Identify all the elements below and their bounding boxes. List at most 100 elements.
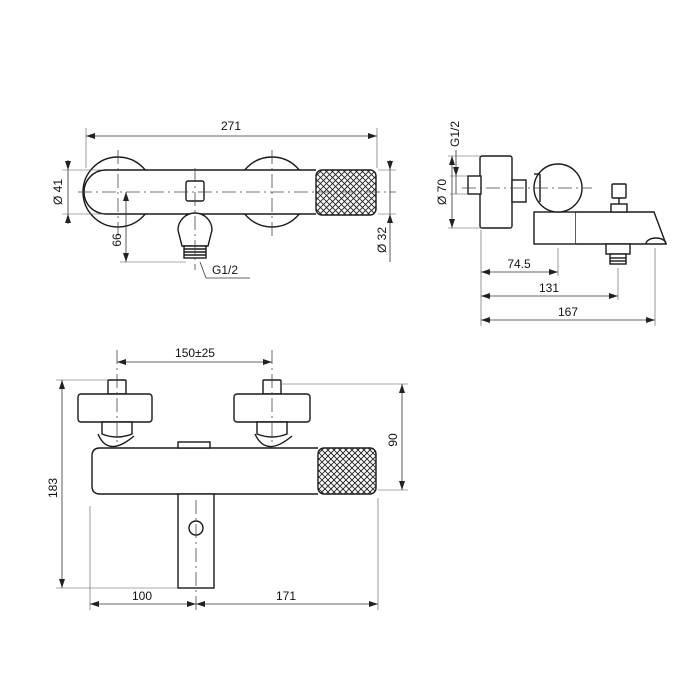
front-left-knob bbox=[77, 393, 153, 423]
arrow bbox=[59, 579, 65, 588]
spout-tip bbox=[645, 237, 667, 245]
top-thread-label: G1/2 bbox=[212, 263, 238, 277]
side-thread-label: G1/2 bbox=[448, 121, 462, 147]
arrow bbox=[368, 133, 377, 139]
front-center-distance-label: 150±25 bbox=[175, 346, 215, 360]
knurl-line bbox=[355, 448, 376, 494]
knurl-line bbox=[366, 170, 376, 215]
top-view: 271 Ø 41 66 Ø 32 G1/2 bbox=[51, 119, 436, 279]
knurl-line bbox=[318, 448, 337, 494]
arrow bbox=[90, 601, 99, 607]
knurl-line bbox=[404, 448, 450, 494]
knurl-line bbox=[372, 170, 376, 215]
knurl-line bbox=[342, 170, 376, 215]
arrow bbox=[481, 317, 490, 323]
knurl-line bbox=[360, 170, 376, 215]
side-167-label: 167 bbox=[558, 305, 578, 319]
knurl-line bbox=[367, 448, 376, 494]
arrow bbox=[399, 481, 405, 490]
arrow bbox=[263, 359, 272, 365]
knurl-line bbox=[318, 448, 331, 494]
arrow bbox=[65, 161, 71, 170]
right-shoulder bbox=[254, 433, 293, 448]
knurl-line bbox=[354, 170, 376, 215]
handle-base bbox=[610, 203, 628, 213]
knurl-line bbox=[386, 448, 432, 494]
knurl-line bbox=[366, 170, 376, 215]
front-height-label: 183 bbox=[46, 478, 60, 498]
knurl-line bbox=[343, 448, 376, 494]
dim-271-label: 271 bbox=[221, 119, 241, 133]
side-body-cylinder bbox=[533, 211, 577, 245]
outlet-thread bbox=[609, 253, 627, 265]
knurl-line bbox=[416, 448, 462, 494]
side-connector bbox=[511, 179, 527, 203]
knurl-line bbox=[373, 448, 376, 494]
knurl-line bbox=[372, 170, 376, 215]
front-view: 150±25 183 90 100 171 bbox=[46, 346, 462, 610]
arrow bbox=[399, 384, 405, 393]
arrow bbox=[123, 192, 129, 201]
knurl-line bbox=[391, 170, 436, 215]
knurl-line bbox=[325, 448, 373, 494]
knurl-line bbox=[398, 448, 444, 494]
knurl-line bbox=[385, 170, 430, 215]
arrow bbox=[196, 601, 205, 607]
knurl-line bbox=[354, 170, 376, 215]
side-outlet bbox=[605, 243, 631, 255]
front-knurl-pattern bbox=[318, 448, 462, 494]
dim-66-label: 66 bbox=[110, 233, 124, 247]
knurl-line bbox=[318, 448, 343, 494]
arrow bbox=[59, 380, 65, 389]
left-shoulder bbox=[97, 433, 135, 448]
knurl-line bbox=[380, 448, 426, 494]
knurl-line bbox=[318, 448, 355, 494]
knurl-line bbox=[392, 448, 438, 494]
knurl-line bbox=[318, 448, 361, 494]
knurl-line bbox=[367, 448, 376, 494]
knurl-line bbox=[379, 170, 424, 215]
top-knurl-pattern bbox=[316, 170, 436, 215]
arrow bbox=[609, 293, 618, 299]
side-nut bbox=[467, 175, 482, 195]
knurl-line bbox=[337, 448, 376, 494]
arrow bbox=[117, 359, 126, 365]
knurl-line bbox=[391, 170, 436, 215]
side-spout bbox=[576, 211, 668, 245]
top-knurled-grip-outline bbox=[315, 169, 377, 216]
side-handle bbox=[611, 183, 627, 199]
dim-d41-label: Ø 41 bbox=[51, 179, 65, 205]
side-131-label: 131 bbox=[539, 281, 559, 295]
arrow bbox=[187, 601, 196, 607]
arrow bbox=[549, 269, 558, 275]
front-right-offset-label: 171 bbox=[276, 589, 296, 603]
knurl-line bbox=[360, 170, 376, 215]
knurl-line bbox=[361, 448, 376, 494]
arrow bbox=[65, 214, 71, 223]
knurl-line bbox=[361, 448, 376, 494]
knurl-line bbox=[348, 170, 376, 215]
front-knurled-grip-outline bbox=[317, 447, 377, 495]
knurl-line bbox=[379, 170, 424, 215]
knurl-line bbox=[373, 448, 376, 494]
knurl-line bbox=[318, 448, 331, 494]
knurl-line bbox=[380, 448, 426, 494]
knurl-line bbox=[331, 448, 376, 494]
knurl-line bbox=[398, 448, 444, 494]
front-top-slot bbox=[177, 441, 211, 449]
front-left-offset-label: 100 bbox=[132, 589, 152, 603]
arrow bbox=[646, 317, 655, 323]
knurl-line bbox=[318, 448, 349, 494]
side-wall-plate bbox=[479, 155, 513, 229]
side-d70-label: Ø 70 bbox=[435, 179, 449, 205]
knurl-line bbox=[355, 448, 376, 494]
knurl-line bbox=[349, 448, 376, 494]
arrow bbox=[387, 214, 393, 223]
arrow bbox=[86, 133, 95, 139]
knurl-line bbox=[386, 448, 432, 494]
arrow bbox=[449, 219, 455, 228]
knurl-line bbox=[404, 448, 450, 494]
knurl-line bbox=[319, 448, 367, 494]
arrow bbox=[449, 156, 455, 165]
